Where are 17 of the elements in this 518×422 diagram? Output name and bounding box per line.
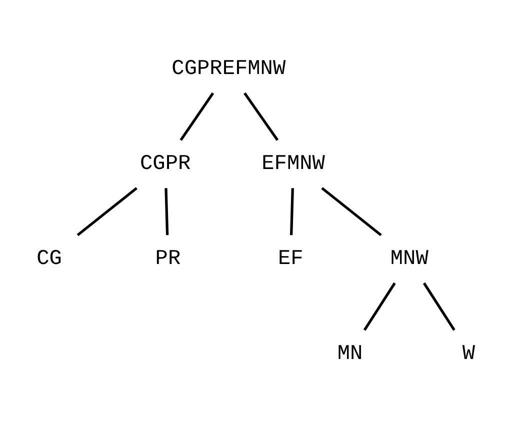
connector — [321, 186, 382, 236]
node-text: CGPR — [140, 152, 191, 176]
node-text: CG — [36, 246, 62, 271]
connector — [76, 186, 138, 236]
node-text: CGPREFMNW — [172, 56, 286, 81]
connector — [290, 188, 294, 235]
connector — [164, 188, 169, 235]
connector — [422, 282, 456, 330]
node-text: PR — [155, 246, 181, 271]
connector — [180, 92, 214, 140]
node-text: W — [462, 341, 476, 366]
node-text: MN — [337, 341, 363, 366]
node-text: EF — [278, 246, 304, 271]
node-text: EFMNW — [262, 152, 325, 176]
connector — [244, 92, 279, 140]
connector — [363, 282, 396, 330]
node-text: MNW — [390, 246, 428, 271]
